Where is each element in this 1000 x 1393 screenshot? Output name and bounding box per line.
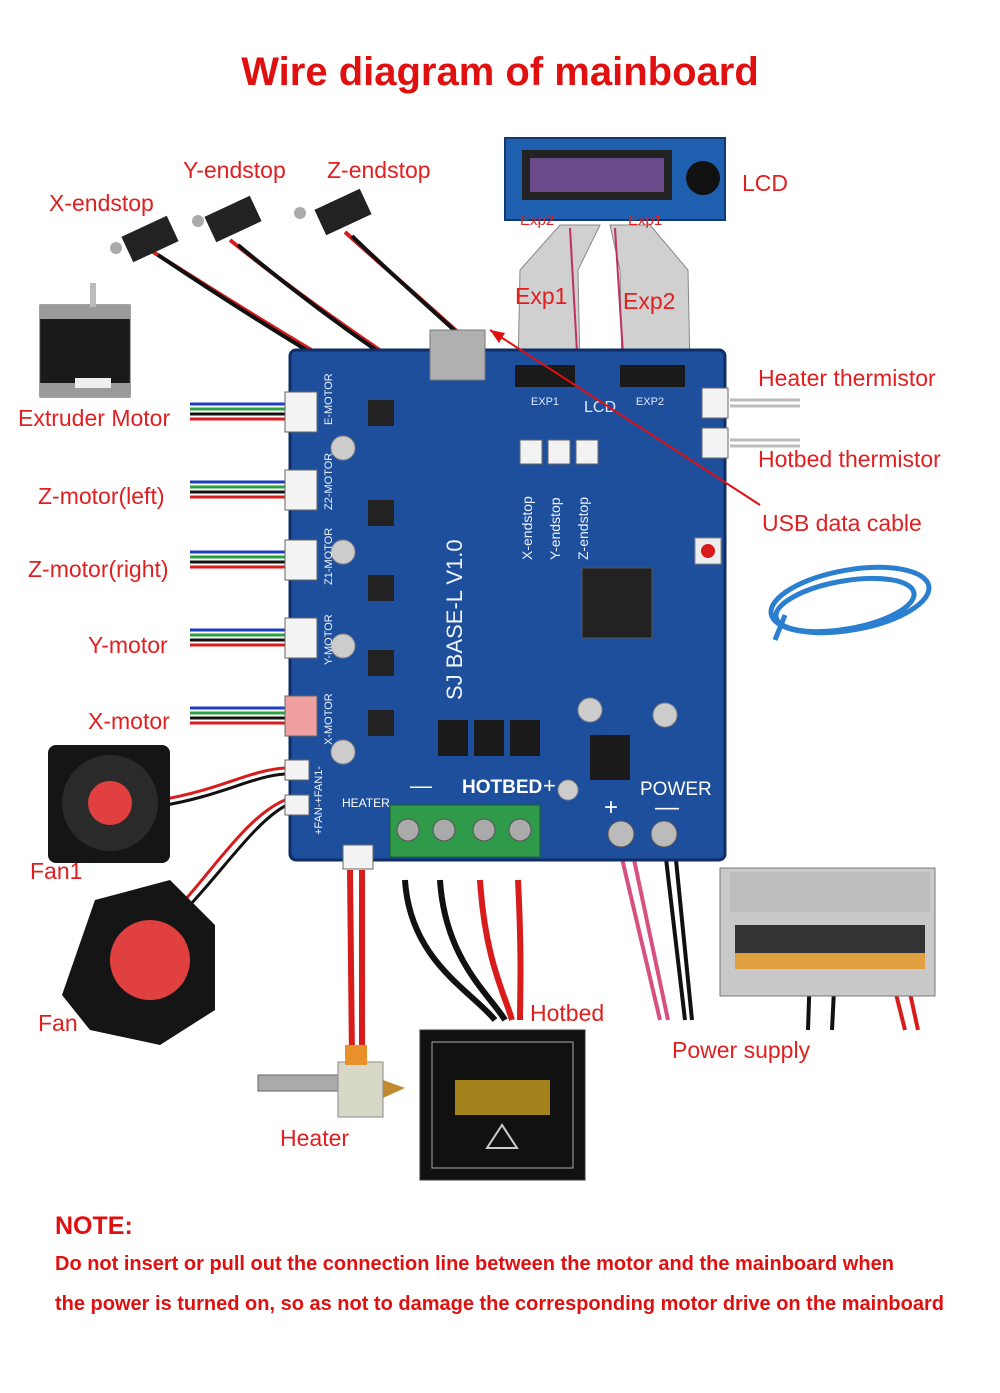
heater-thermistor-label: Heater thermistor [758, 365, 936, 391]
y-motor-cable [190, 628, 285, 647]
z-motor-left-cable [190, 480, 285, 499]
mainboard: LCD EXP1 EXP2 X-endstop Y-endstop Z-ends… [284, 329, 729, 870]
board-power-silk: POWER [640, 779, 712, 800]
fan-label: Fan [38, 1010, 78, 1036]
board-x-endstop-silk: X-endstop [519, 496, 535, 560]
y-endstop-label: Y-endstop [183, 157, 286, 183]
power-supply-unit [719, 867, 936, 997]
board-fan-silk: +FAN-+FAN1- [313, 766, 325, 835]
board-exp1-silk: EXP1 [531, 396, 559, 408]
board-z1-motor-silk: Z1-MOTOR [323, 528, 335, 585]
fan-wires [159, 766, 286, 907]
note-line-1: Do not insert or pull out the connection… [55, 1253, 894, 1275]
x-endstop-label: X-endstop [49, 190, 154, 216]
heater-label: Heater [280, 1125, 350, 1151]
heater-hotbed-wires [347, 869, 524, 1061]
exp1-cable-label: Exp1 [515, 283, 568, 309]
board-e-motor-silk: E-MOTOR [323, 373, 335, 425]
board-z2-motor-silk: Z2-MOTOR [323, 453, 335, 510]
power-supply-label: Power supply [672, 1037, 811, 1063]
x-motor-label: X-motor [88, 708, 170, 734]
exp2-cable-label: Exp2 [623, 288, 676, 314]
z-motor-right-label: Z-motor(right) [28, 556, 169, 582]
note-line-2: the power is turned on, so as not to dam… [55, 1293, 944, 1315]
heater-block [257, 1045, 405, 1118]
board-lcd-silk: LCD [584, 399, 616, 416]
svg-text:—: — [410, 773, 432, 798]
z-endstop-label: Z-endstop [327, 157, 431, 183]
diagram-title: Wire diagram of mainboard [241, 50, 759, 94]
y-endstop-switch [192, 195, 262, 243]
fan1-device [48, 745, 170, 863]
extruder-stepper-motor [39, 283, 131, 398]
z-endstop-switch [294, 188, 372, 236]
board-z-endstop-silk: Z-endstop [575, 497, 591, 560]
usb-cable-coil [768, 564, 932, 641]
note-heading: NOTE: [55, 1212, 133, 1240]
board-exp2-silk: EXP2 [636, 396, 664, 408]
y-motor-label: Y-motor [88, 632, 168, 658]
svg-text:+: + [604, 794, 618, 821]
board-x-motor-silk: X-MOTOR [323, 693, 335, 745]
extruder-motor-cable [190, 402, 285, 421]
usb-pointer-arrow [489, 329, 761, 506]
z-motor-right-cable [190, 550, 285, 569]
lcd-exp1-label: Exp1 [628, 212, 662, 229]
board-heater-silk: HEATER [342, 796, 390, 810]
board-hotbed-silk: HOTBED [462, 777, 542, 798]
fan-blower-device [62, 880, 215, 1045]
board-y-motor-silk: Y-MOTOR [323, 614, 335, 665]
svg-text:—: — [655, 794, 679, 821]
extruder-motor-label: Extruder Motor [18, 405, 171, 431]
hotbed-label: Hotbed [530, 1000, 605, 1026]
z-motor-left-label: Z-motor(left) [38, 483, 165, 509]
lcd-exp2-label: Exp2 [520, 212, 554, 229]
hotbed-thermistor-label: Hotbed thermistor [758, 446, 941, 472]
fan1-label: Fan1 [30, 858, 83, 884]
hotbed-plate [419, 1029, 586, 1181]
board-name: SJ BASE-L V1.0 [442, 539, 467, 700]
lcd-module: Exp2 Exp1 [504, 137, 726, 229]
usb-data-cable-label: USB data cable [762, 510, 922, 536]
thermistor-wires [730, 398, 800, 448]
x-endstop-switch [110, 215, 179, 263]
lcd-ribbon-cables [517, 224, 691, 371]
motor-cables [190, 402, 285, 725]
x-motor-cable [190, 706, 285, 725]
board-y-endstop-silk: Y-endstop [547, 497, 563, 560]
svg-text:+: + [543, 773, 556, 798]
lcd-label: LCD [742, 170, 789, 196]
